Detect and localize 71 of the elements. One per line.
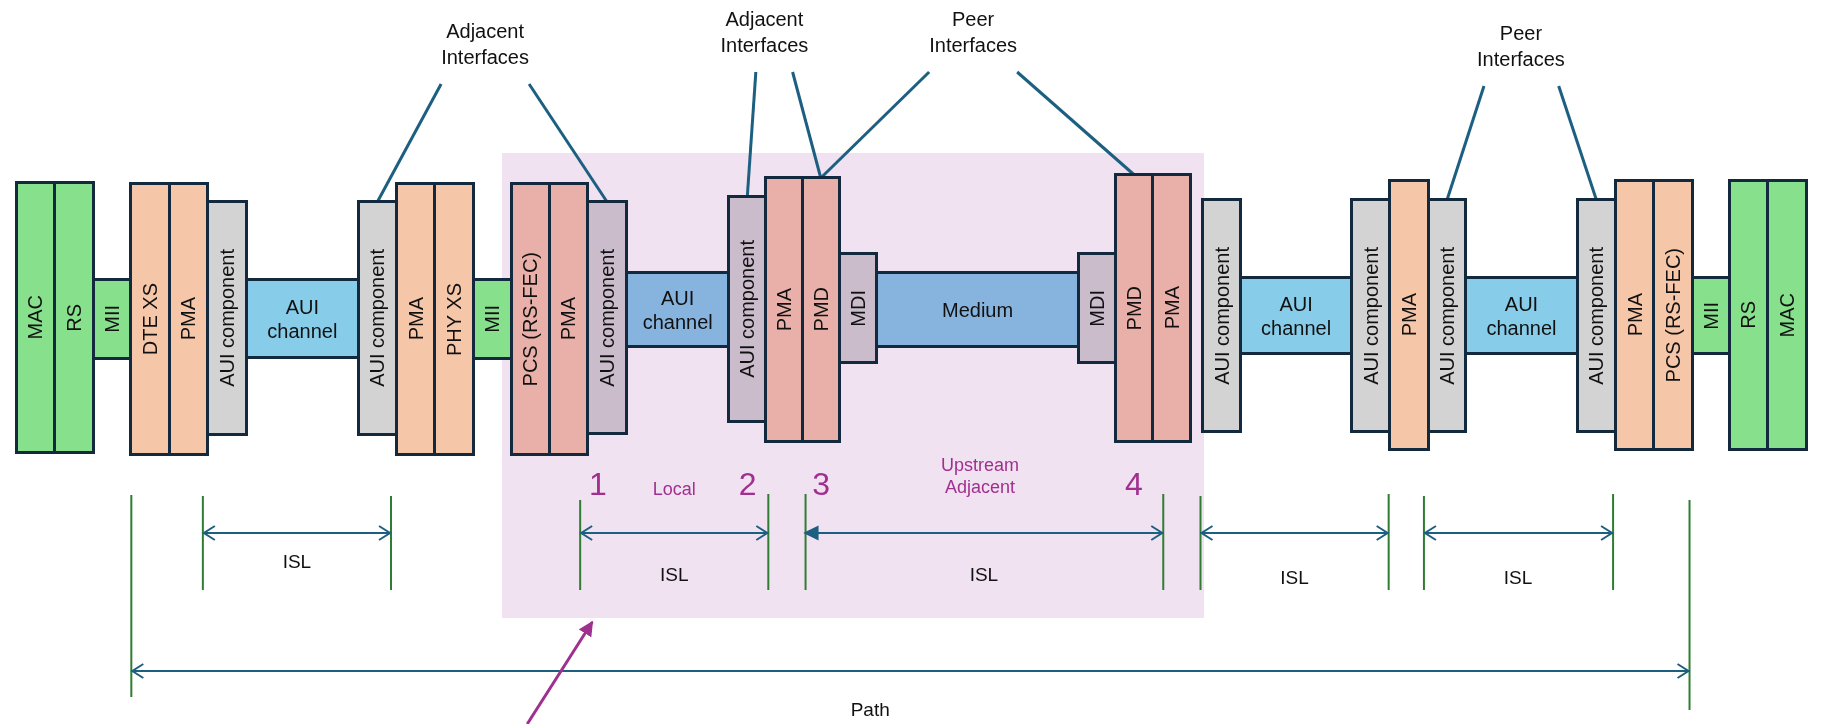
layer-label: RS: [1738, 301, 1759, 329]
medium-band: [875, 271, 1080, 348]
layer-box: [1151, 173, 1192, 443]
layer-label: PMA: [1624, 293, 1645, 337]
pointer-arrow: [525, 620, 594, 724]
layer-box: [472, 278, 513, 360]
layer-label: AUI component: [1360, 246, 1381, 385]
reference-number: 4: [1123, 466, 1144, 502]
layer-label: AUI component: [1437, 246, 1457, 385]
dimension-label: ISL: [659, 564, 689, 586]
region-label: Upstream Adjacent: [939, 454, 1020, 498]
layer-label: MDI: [1087, 289, 1108, 327]
band-label: AUI channel: [1260, 291, 1333, 340]
layer-label: MII: [102, 305, 123, 333]
layer-box: [433, 182, 476, 456]
layer-label: MII: [1701, 301, 1722, 330]
layer-label: AUI component: [597, 248, 618, 387]
channel-band: [245, 278, 360, 359]
layer-label: PMA: [178, 297, 199, 341]
layer-label: PHY XS: [444, 282, 465, 356]
region-label: Local: [651, 478, 697, 500]
highlight-region: [501, 153, 1205, 618]
layer-box: [129, 182, 171, 456]
band-label: AUI channel: [641, 285, 714, 334]
layer-box: [1350, 198, 1391, 433]
layer-label: MII: [482, 305, 503, 333]
layer-box: [1387, 179, 1430, 451]
band-label: AUI channel: [1485, 291, 1558, 340]
layer-label: AUI component: [1211, 246, 1232, 385]
layer-label: AUI component: [737, 240, 758, 378]
callout-label: Adjacent Interfaces: [704, 6, 825, 58]
dimension-label: ISL: [1503, 567, 1533, 589]
layer-label: AUI component: [367, 249, 388, 387]
layer-label: PMD: [1124, 285, 1145, 331]
layer-label: DTE XS: [139, 282, 160, 356]
layer-label: PMD: [810, 287, 831, 332]
layer-label: PMA: [1398, 293, 1419, 337]
layer-label: MDI: [848, 289, 868, 327]
layer-label: AUI component: [1586, 246, 1607, 385]
layer-label: PCS (RS-FEC): [520, 251, 541, 387]
layer-box: [1727, 179, 1769, 451]
layer-box: [1201, 198, 1242, 433]
layer-label: MAC: [1777, 292, 1798, 338]
callout-label: Peer Interfaces: [1460, 20, 1581, 72]
layer-box: [356, 200, 398, 436]
dimension-label: Path: [850, 699, 890, 721]
layer-box: [1652, 179, 1695, 451]
callout-label: Peer Interfaces: [913, 6, 1034, 58]
layer-box: [14, 181, 56, 454]
reference-number: 3: [811, 466, 832, 502]
layer-label: RS: [64, 303, 84, 332]
layer-label: PMA: [405, 297, 426, 341]
channel-band: [1464, 276, 1579, 355]
reference-number: 2: [737, 466, 758, 502]
layer-box: [586, 200, 629, 435]
band-label: AUI channel: [266, 294, 339, 343]
dimension-label: ISL: [1280, 567, 1309, 589]
layer-label: PCS (RS-FEC): [1663, 247, 1684, 383]
layer-box: [764, 176, 804, 443]
layer-label: MAC: [25, 295, 46, 340]
callout-label: Adjacent Interfaces: [425, 18, 546, 70]
layer-label: PMA: [774, 287, 794, 332]
layer-label: AUI component: [216, 249, 237, 387]
band-label: Medium: [942, 297, 1014, 322]
layer-box: [509, 182, 551, 456]
layer-label: PMA: [1161, 286, 1182, 330]
layer-label: PMA: [558, 297, 579, 341]
dimension-label: ISL: [969, 564, 999, 586]
layer-box: [1691, 276, 1731, 355]
reference-number: 1: [587, 466, 608, 502]
dimension-label: ISL: [282, 551, 312, 573]
